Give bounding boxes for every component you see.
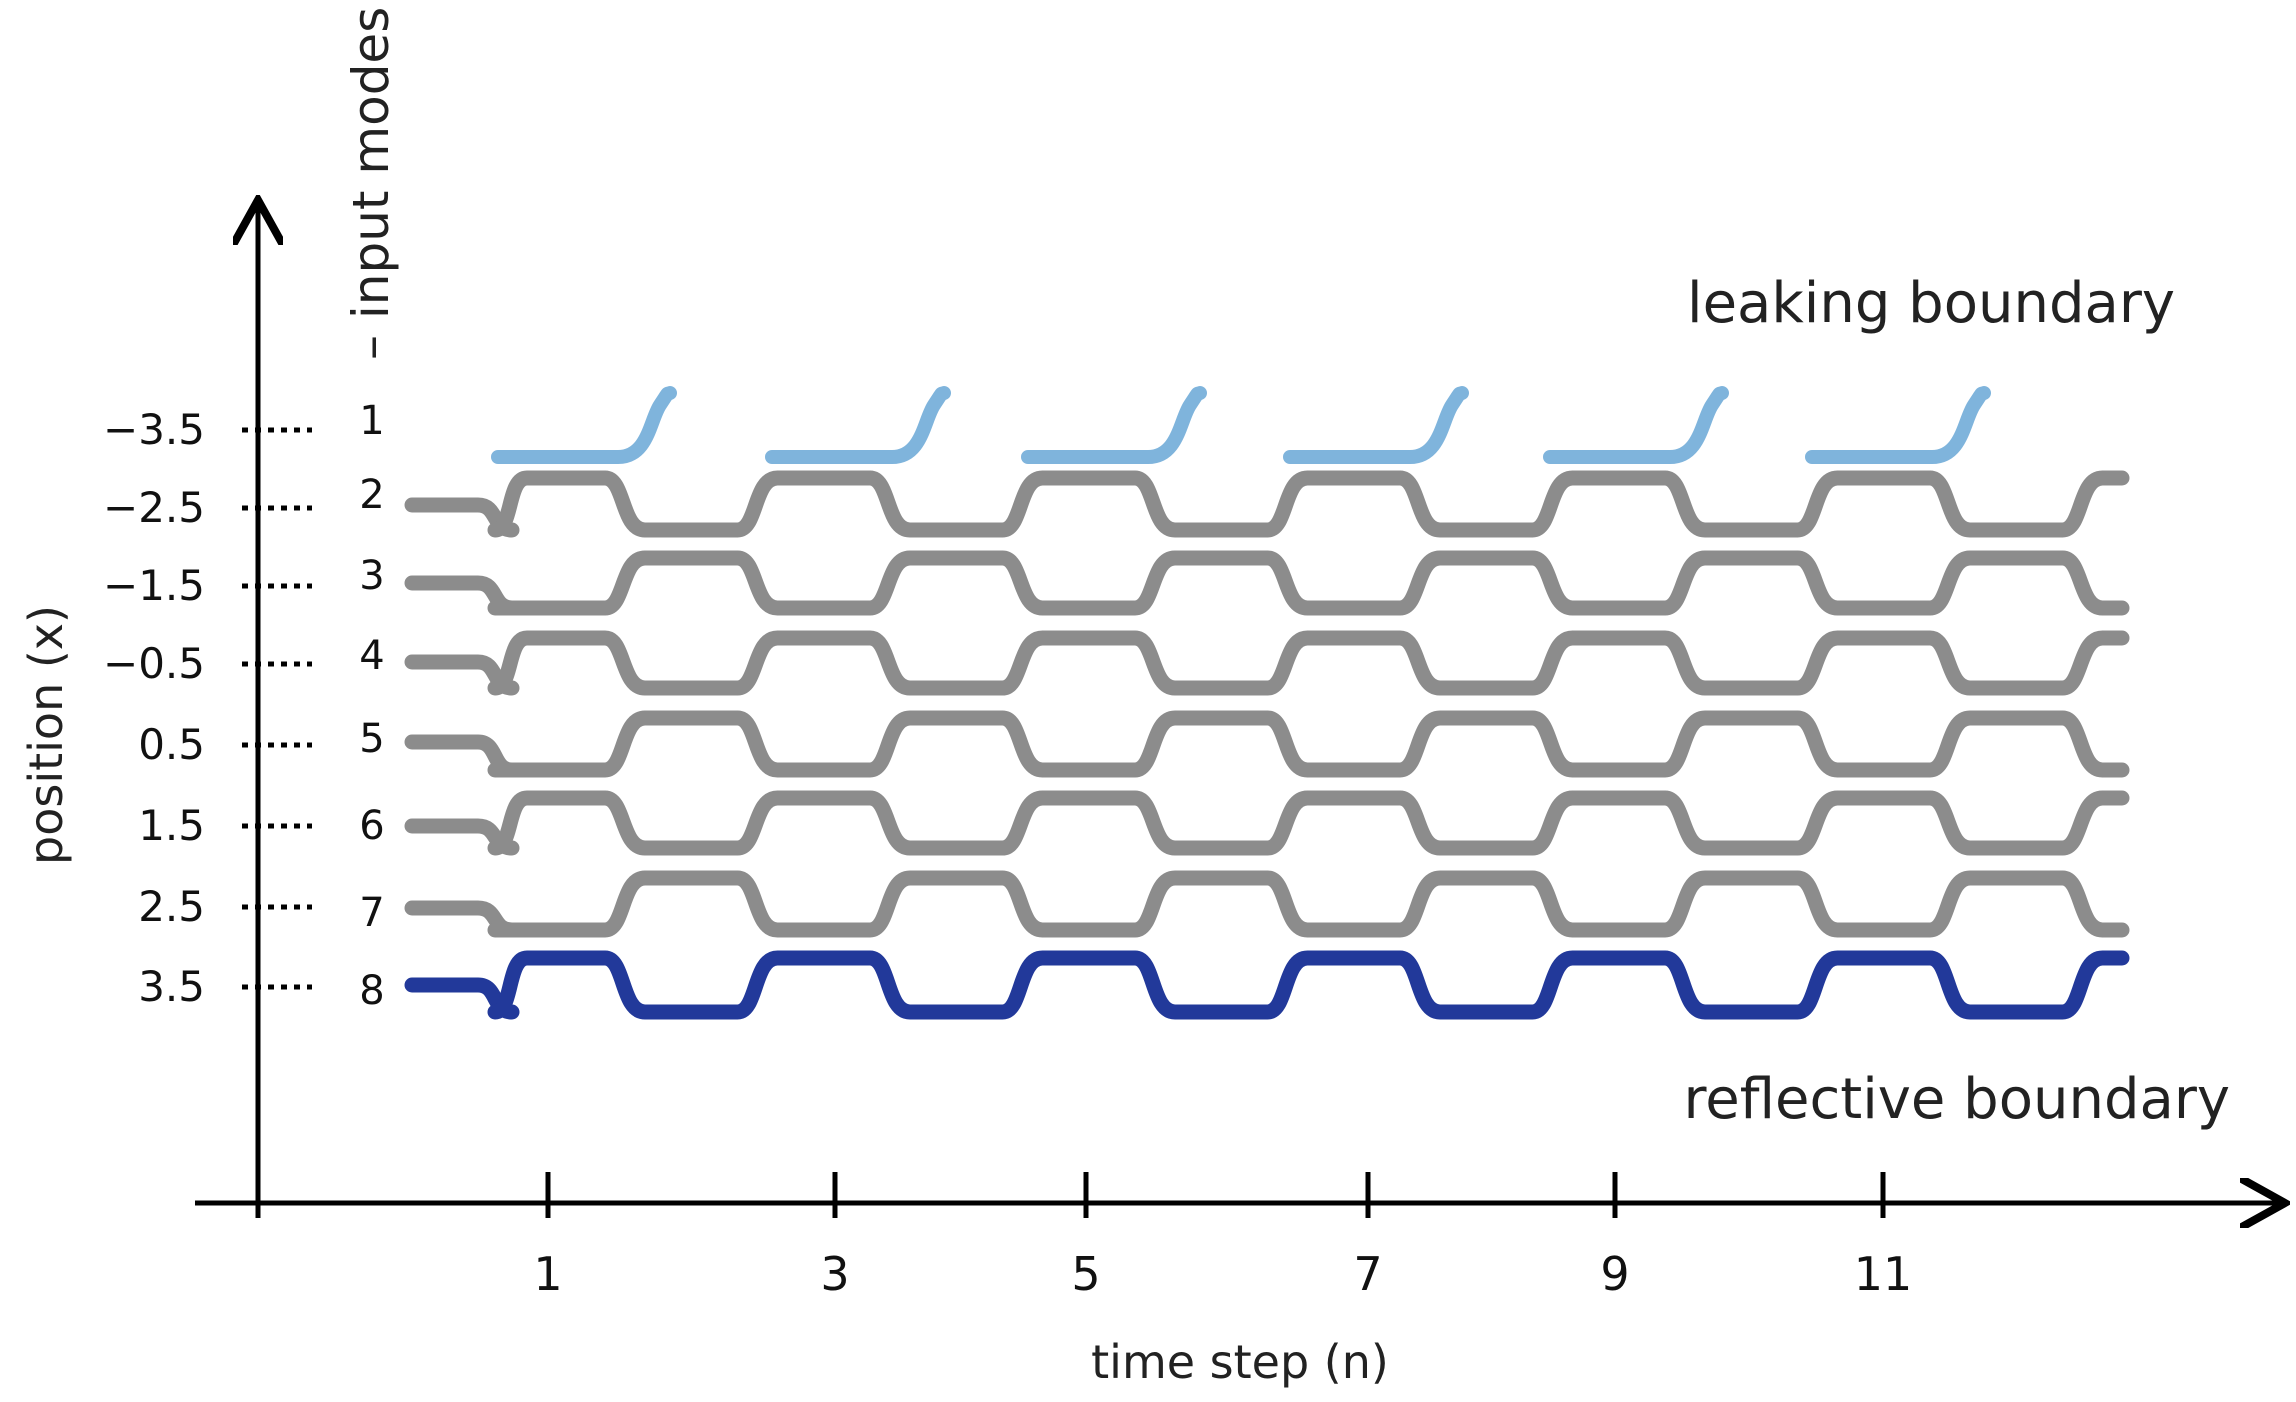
leaking-output-4	[1283, 386, 1469, 464]
x-tick-label-11: 11	[1854, 1247, 1913, 1301]
leaking-output-5	[1543, 386, 1729, 464]
leaking-output-6	[1805, 386, 1991, 464]
mode-number: 4	[359, 633, 384, 679]
leaking-output-3	[1021, 386, 1207, 464]
mode-number: 2	[359, 472, 384, 518]
mode-labels: 1 2 3 4 5 6 7 8	[359, 398, 384, 1014]
waveguide-body-2	[487, 470, 2130, 538]
x-tick-label-9: 9	[1600, 1247, 1629, 1301]
mode-number: 6	[359, 803, 384, 849]
x-axis-ticks: 1 3 5 7 9 11	[533, 1172, 1912, 1301]
mode-number: 7	[359, 890, 384, 936]
position-label: −0.5	[103, 639, 205, 688]
input-modes-title: – input modes	[342, 7, 400, 360]
x-tick-label-3: 3	[820, 1247, 849, 1301]
mode-number: 1	[359, 398, 384, 444]
waveguide-body-8	[487, 950, 2130, 1020]
waveguide-body-7	[487, 870, 2130, 938]
position-label: −2.5	[103, 483, 205, 532]
waveguide-array	[404, 386, 2130, 1020]
x-tick-label-7: 7	[1353, 1247, 1382, 1301]
reflective-boundary-label: reflective boundary	[1684, 1067, 2231, 1132]
mode-number: 3	[359, 553, 384, 599]
leaking-boundary-label: leaking boundary	[1687, 271, 2175, 336]
waveguide-body-3	[487, 550, 2130, 616]
position-label: 0.5	[138, 720, 205, 769]
x-tick-label-1: 1	[533, 1247, 562, 1301]
x-axis-title: time step (n)	[1091, 1335, 1389, 1389]
mode-number: 5	[359, 716, 384, 762]
position-label: 1.5	[138, 801, 205, 850]
waveguide-body-5	[487, 710, 2130, 778]
position-label: 2.5	[138, 882, 205, 931]
position-label: −1.5	[103, 561, 205, 610]
position-label: −3.5	[103, 405, 205, 454]
position-label: 3.5	[138, 962, 205, 1011]
waveguide-body-4	[487, 630, 2130, 696]
x-tick-label-5: 5	[1071, 1247, 1100, 1301]
leaking-output-1	[491, 386, 677, 464]
y-axis-title: position (x)	[19, 605, 73, 865]
leaking-output-2	[765, 386, 951, 464]
mode-number: 8	[359, 968, 384, 1014]
waveguide-body-6	[487, 790, 2130, 856]
position-labels: −3.5 −2.5 −1.5 −0.5 0.5 1.5 2.5 3.5	[103, 405, 312, 1011]
